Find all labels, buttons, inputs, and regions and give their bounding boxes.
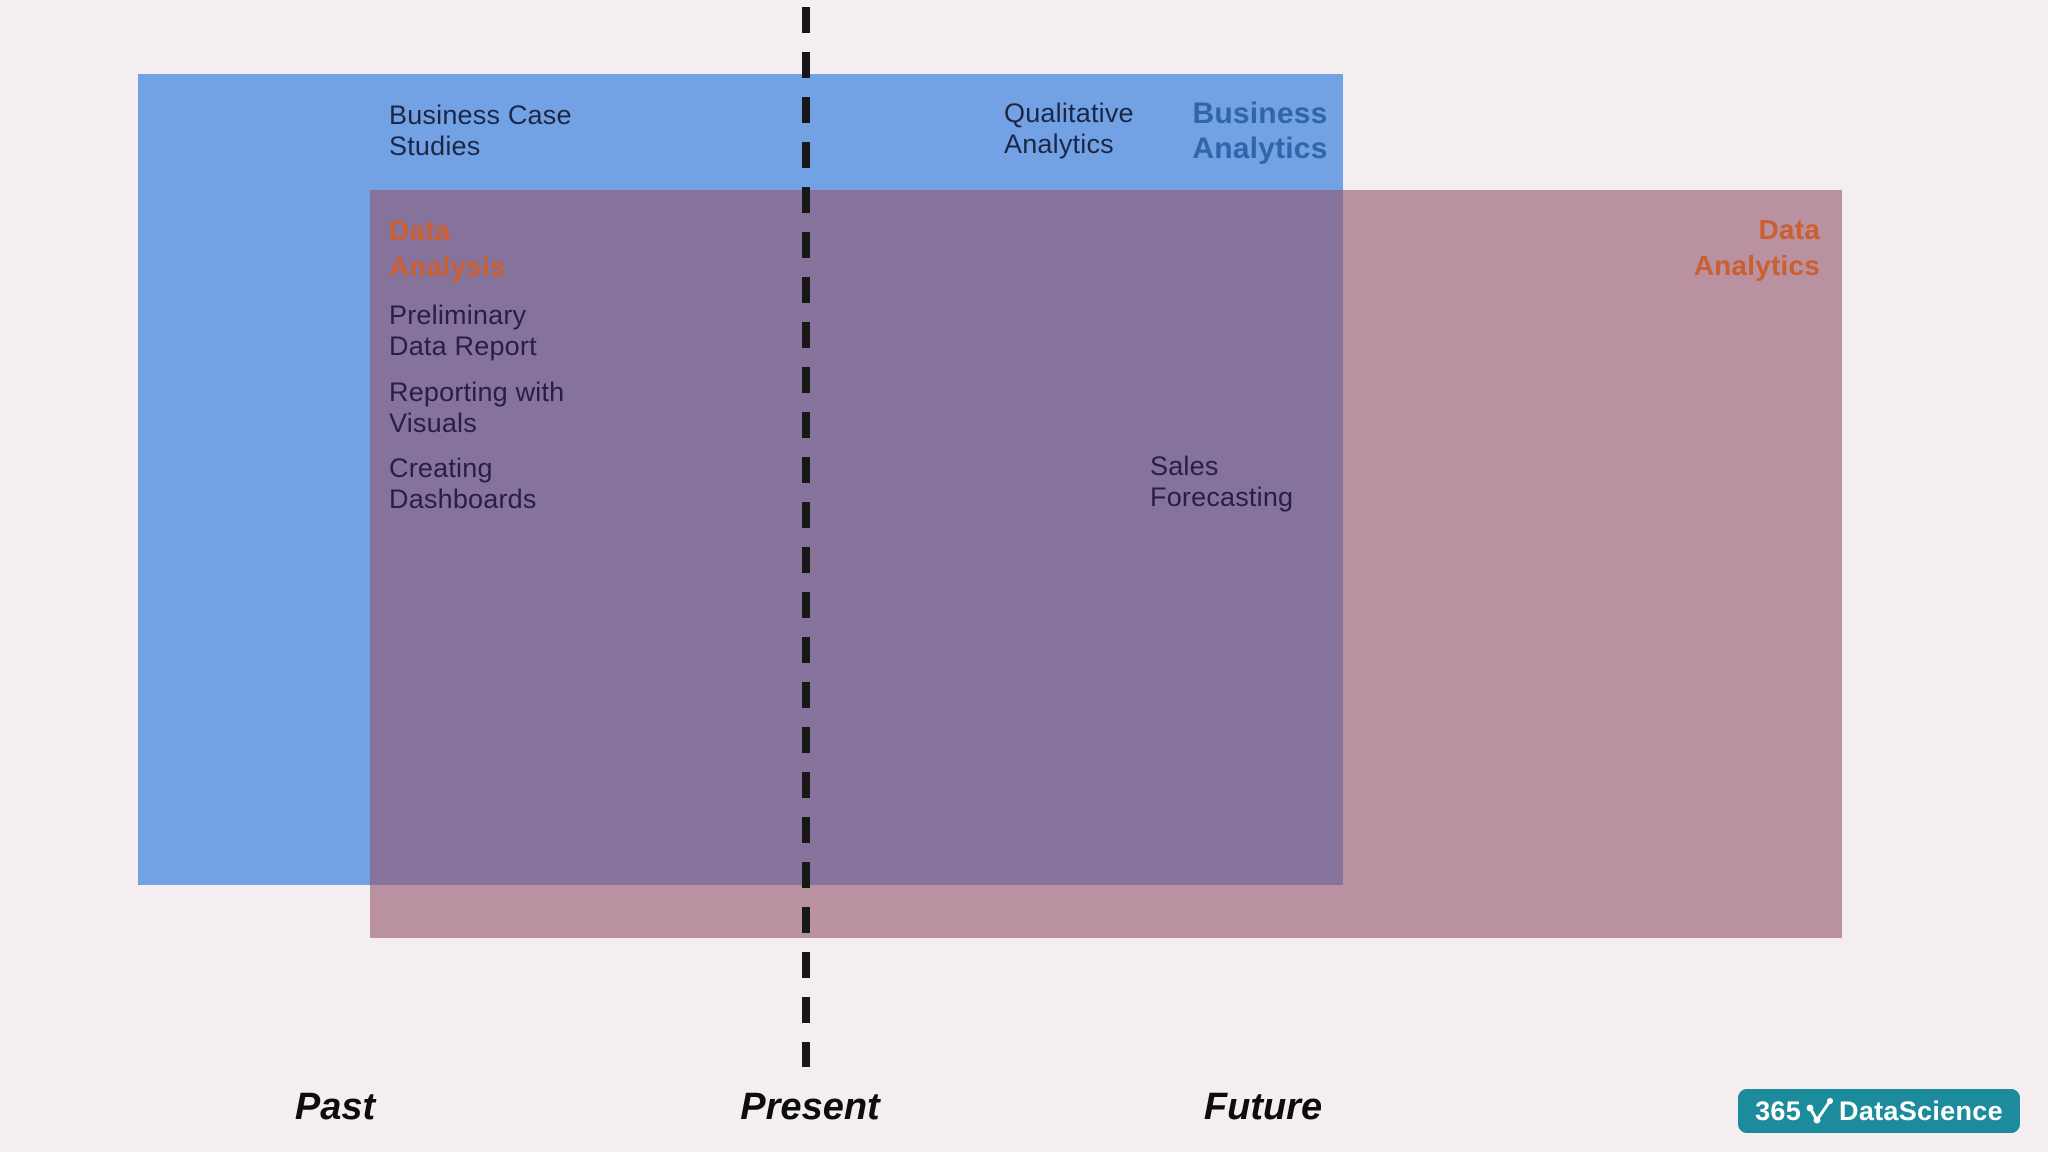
- logo-number: 365: [1755, 1095, 1802, 1126]
- data-analytics-title: Data Analytics: [1693, 214, 1820, 281]
- present-divider-line: [802, 7, 810, 1067]
- logo-name: DataScience: [1839, 1095, 2003, 1126]
- timeline-future-label: Future: [1203, 1086, 1323, 1128]
- data-analysis-item-preliminary-data-report: Preliminary Data Report: [389, 300, 537, 361]
- data-analysis-item-reporting-with-visuals: Reporting with Visuals: [389, 377, 565, 438]
- 365datascience-logo: 365 DataScience: [1738, 1089, 2020, 1133]
- business-case-studies-label: Business Case Studies: [389, 100, 572, 161]
- checkmark-nodes-icon: [1802, 1094, 1838, 1128]
- data-analytics-box: [370, 190, 1842, 938]
- sales-forecasting-label: Sales Forecasting: [1150, 451, 1294, 512]
- timeline-past-label: Past: [294, 1086, 376, 1128]
- qualitative-analytics-label: Qualitative Analytics: [1004, 98, 1134, 159]
- data-analysis-item-creating-dashboards: Creating Dashboards: [389, 453, 537, 514]
- data-analysis-title: Data Analysis: [389, 215, 506, 282]
- business-analytics-title: Business Analytics: [1192, 97, 1328, 165]
- timeline-present-label: Present: [740, 1086, 880, 1128]
